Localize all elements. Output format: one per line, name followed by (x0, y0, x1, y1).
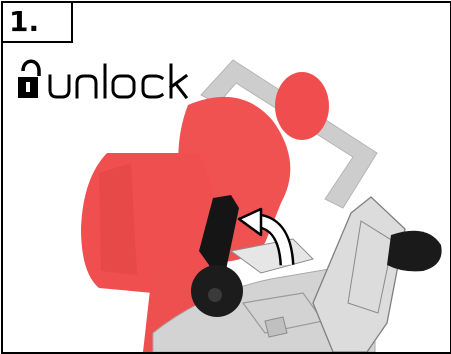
padlock-open-icon (18, 61, 39, 98)
base-slot (265, 317, 287, 337)
motor-cap (275, 72, 329, 140)
blade-guard (313, 197, 405, 352)
step-number: 1. (3, 3, 73, 43)
side-body-shade (99, 163, 137, 275)
depth-knob (387, 231, 442, 272)
saw-illustration (3, 3, 450, 352)
unlock-logo (18, 57, 213, 103)
